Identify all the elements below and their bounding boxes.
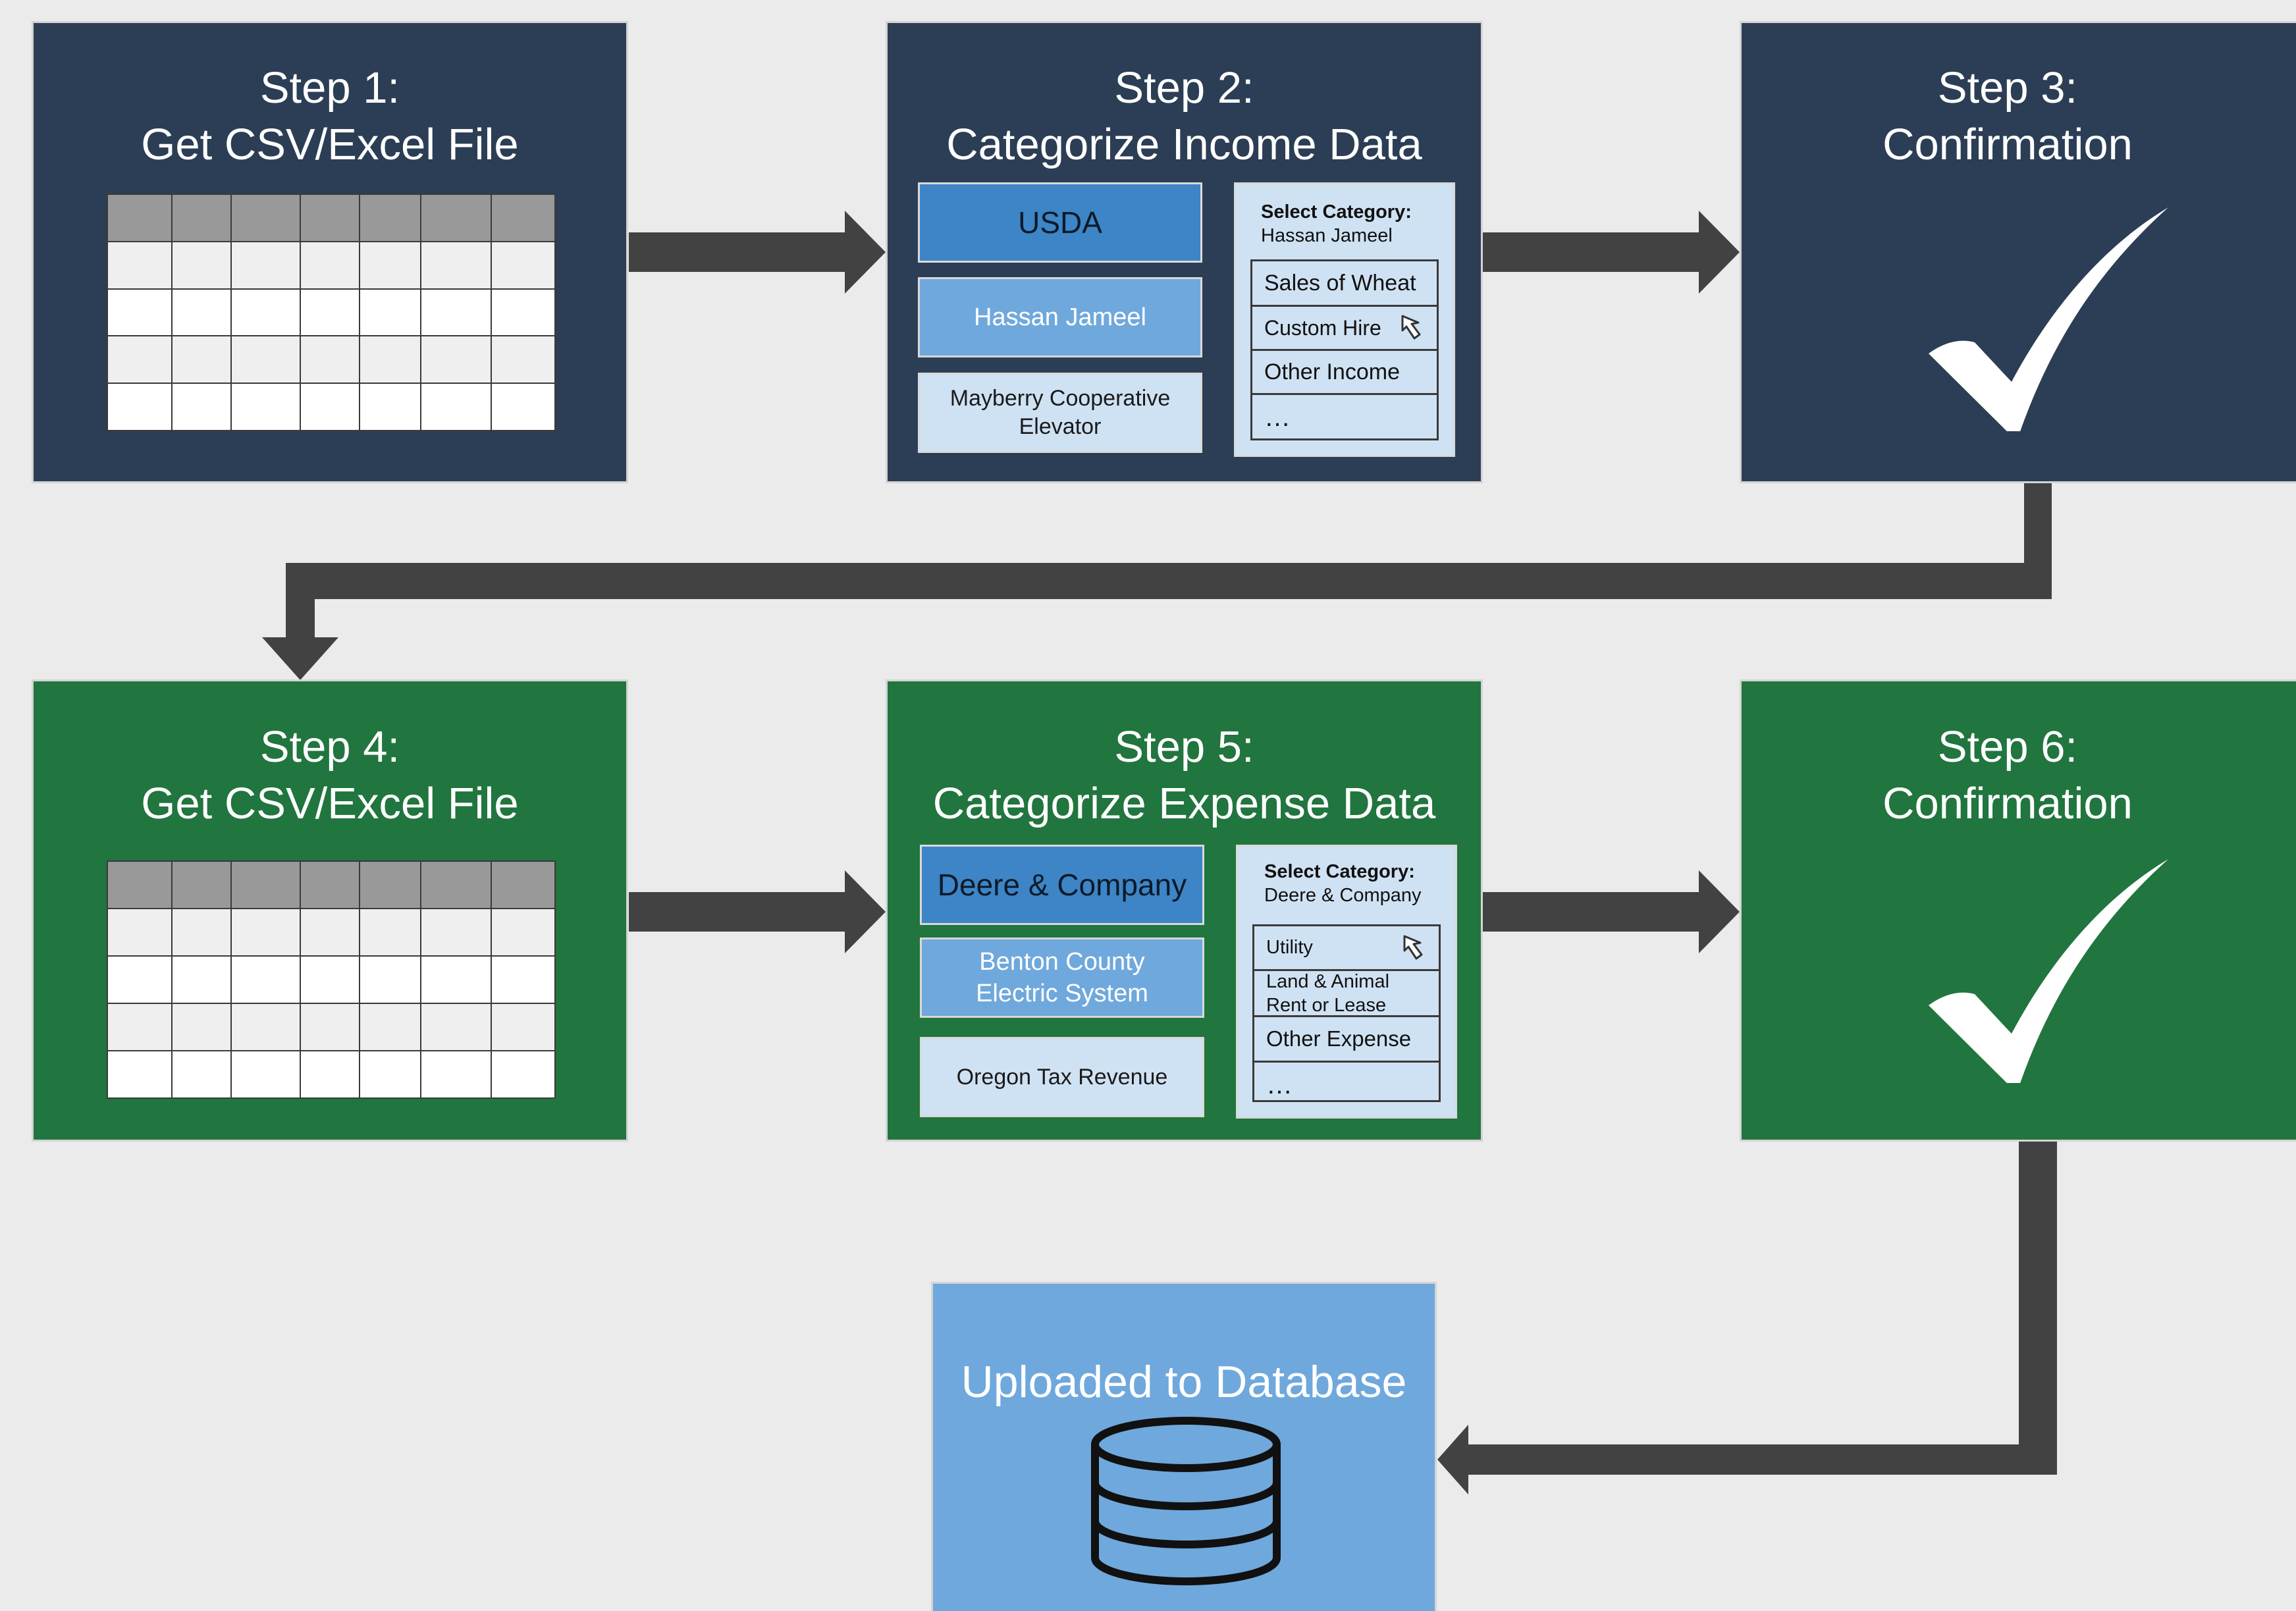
- category-option-other-income[interactable]: Other Income: [1252, 351, 1437, 395]
- step-2-title: Step 2: Categorize Income Data: [946, 63, 1422, 169]
- arrow-step6-to-database: [1437, 1141, 2057, 1494]
- payee-benton-county-electric-system[interactable]: Benton County Electric System: [920, 938, 1204, 1018]
- step-4-title: Step 4: Get CSV/Excel File: [141, 722, 519, 828]
- payee-deere-and-company[interactable]: Deere & Company: [920, 845, 1204, 925]
- step-1-title: Step 1: Get CSV/Excel File: [141, 63, 519, 169]
- category-list: Utility Land & Animal Rent or Lease Othe…: [1252, 924, 1441, 1102]
- payee-oregon-tax-revenue[interactable]: Oregon Tax Revenue: [920, 1037, 1204, 1117]
- payee-mayberry-cooperative-elevator[interactable]: Mayberry Cooperative Elevator: [918, 373, 1202, 453]
- selected-payee-label: Deere & Company: [1264, 885, 1422, 906]
- selected-payee-label: Hassan Jameel: [1261, 225, 1393, 246]
- step-1-box: Step 1: Get CSV/Excel File: [32, 21, 628, 483]
- database-title: Uploaded to Database: [961, 1357, 1407, 1407]
- payee-usda[interactable]: USDA: [918, 182, 1202, 263]
- select-category-panel: Select Category: Hassan Jameel Sales of …: [1234, 182, 1455, 457]
- mouse-pointer-icon: [1401, 315, 1421, 340]
- category-option-sales-of-wheat[interactable]: Sales of Wheat: [1252, 261, 1437, 307]
- step-3-box: Step 3: Confirmation: [1740, 21, 2296, 483]
- category-option-other-expense[interactable]: Other Expense: [1254, 1017, 1439, 1063]
- database-icon: [1091, 1417, 1281, 1585]
- spreadsheet-icon: [107, 860, 556, 1099]
- checkmark-icon: [1929, 859, 2168, 1083]
- payee-hassan-jameel[interactable]: Hassan Jameel: [918, 277, 1202, 357]
- category-option-more[interactable]: …: [1264, 402, 1291, 432]
- category-list: Sales of Wheat Custom Hire Other Income …: [1250, 259, 1439, 440]
- step-5-box: Step 5: Categorize Expense Data Deere & …: [886, 679, 1483, 1142]
- mouse-pointer-icon: [1403, 935, 1423, 959]
- select-category-panel: Select Category: Deere & Company Utility…: [1236, 845, 1457, 1119]
- spreadsheet-icon: [107, 194, 556, 431]
- category-option-custom-hire[interactable]: Custom Hire: [1252, 307, 1437, 351]
- category-option-more[interactable]: …: [1266, 1070, 1293, 1099]
- arrow-step2-to-step3: [1483, 211, 1740, 294]
- checkmark-icon: [1929, 207, 2168, 431]
- step-3-title: Step 3: Confirmation: [1882, 63, 2133, 169]
- arrow-step4-to-step5: [629, 870, 886, 953]
- select-category-heading: Select Category:: [1261, 201, 1412, 223]
- step-6-title: Step 6: Confirmation: [1882, 722, 2133, 828]
- category-option-utility[interactable]: Utility: [1254, 926, 1439, 971]
- category-option-land-animal-rent-lease[interactable]: Land & Animal Rent or Lease: [1254, 971, 1439, 1017]
- step-4-box: Step 4: Get CSV/Excel File: [32, 679, 628, 1142]
- step-6-box: Step 6: Confirmation: [1740, 679, 2296, 1142]
- select-category-heading: Select Category:: [1264, 861, 1415, 882]
- arrow-step5-to-step6: [1483, 870, 1740, 953]
- step-5-title: Step 5: Categorize Expense Data: [932, 722, 1436, 828]
- database-box: Uploaded to Database: [931, 1282, 1437, 1611]
- step-2-box: Step 2: Categorize Income Data USDA Hass…: [886, 21, 1483, 483]
- arrow-step1-to-step2: [629, 211, 886, 294]
- arrow-step3-to-step4: [262, 483, 2052, 680]
